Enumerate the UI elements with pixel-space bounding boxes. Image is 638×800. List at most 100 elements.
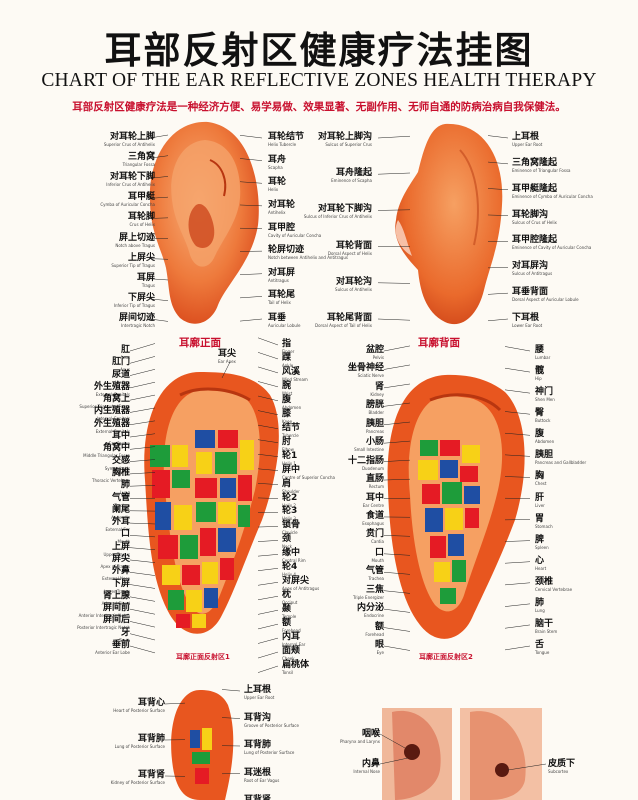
leader-line (383, 572, 411, 575)
label-en: External Genitals (95, 428, 130, 434)
leader-line (257, 665, 279, 673)
label-en: Pharynx and Larynx (340, 739, 380, 744)
label-en: Intertragic Notch (121, 323, 155, 328)
label-cn: 角窝中 (102, 443, 130, 454)
label-en: Antihelix (268, 209, 286, 215)
label-cn: 缘中 (282, 548, 301, 559)
label-en: Chest (535, 481, 547, 487)
label-en: Esophagus (362, 520, 384, 526)
leader-line (383, 608, 411, 613)
ear-inner-photos (382, 708, 542, 800)
leader-line (149, 176, 169, 179)
label-cn: 胃 (535, 513, 545, 524)
leader-line (257, 366, 279, 374)
label-cn: 外生殖器 (93, 381, 130, 392)
label-en: Wind Stream (282, 376, 308, 382)
label-en: Elbow (282, 446, 294, 452)
leader-line (504, 454, 531, 457)
label-en: Kidney (370, 391, 384, 397)
label-cn: 气管 (111, 492, 130, 503)
leader-line (257, 595, 279, 601)
label-cn: 颈椎 (535, 576, 554, 587)
leader-line (377, 318, 411, 321)
caption-front: 耳廓正面 (179, 337, 221, 349)
label-cn: 肾上腺 (102, 590, 130, 601)
leader-line (239, 318, 263, 322)
leader-line (129, 572, 156, 576)
label-en: Small Intestine (354, 447, 384, 453)
label-en: Dorsal Aspect of Helix (327, 250, 372, 256)
leader-line (504, 411, 531, 415)
label-cn: 上屏尖 (127, 252, 155, 263)
label-cn: 神门 (535, 387, 554, 398)
label-cn: 指 (282, 339, 292, 349)
label-en: Ear Apex (218, 359, 236, 364)
label-cn: 耳甲艇隆起 (512, 183, 558, 194)
leader-line (257, 526, 279, 528)
label-cn: 贲门 (365, 529, 384, 540)
label-cn: 扁桃体 (282, 660, 310, 670)
label-cn: 内生殖器 (93, 406, 130, 417)
label-cn: 三角窝 (127, 152, 155, 163)
label-cn: 肺 (120, 480, 130, 491)
label-en: Lumbar (535, 355, 551, 360)
label-en: Sulcus of Antitragus (512, 271, 553, 277)
leader-line (257, 582, 279, 586)
label-cn: 耳甲腔 (268, 222, 296, 233)
label-en: Occiput (282, 600, 298, 606)
label-en: Scapha (268, 164, 283, 170)
label-en: Tragus (141, 282, 155, 288)
label-cn: 耳垂 (268, 313, 287, 323)
label-cn: 颞 (282, 604, 292, 615)
label-en: Anterior Intertragic Notch (78, 613, 130, 619)
label-cn: 上屏 (111, 541, 130, 552)
label-en: Eminence of Cavity of Auricular Concha (512, 245, 592, 251)
leader-line (257, 497, 279, 499)
leader-line (383, 645, 411, 651)
label-cn: 耳轮脚沟 (512, 209, 549, 220)
label-cn: 耳甲艇 (127, 192, 155, 203)
label-en: Upper Ear Root (512, 142, 543, 147)
label-cn: 舌 (535, 640, 545, 650)
caption-zone-2: 耳廓正面反射区2 (419, 653, 473, 661)
label-en: Cervical Vertebrae (535, 586, 573, 592)
label-cn: 盆腔 (365, 345, 384, 355)
label-cn: 尿道 (111, 369, 130, 380)
label-en: Root of Ear Vagus (244, 777, 280, 783)
label-en: Endocrine (364, 613, 384, 619)
label-cn: 屏尖 (111, 553, 130, 564)
label-cn: 食道 (365, 510, 384, 521)
label-cn: 枕 (282, 590, 292, 601)
leader-line (504, 367, 531, 373)
label-en: Helix 1 (282, 460, 296, 466)
